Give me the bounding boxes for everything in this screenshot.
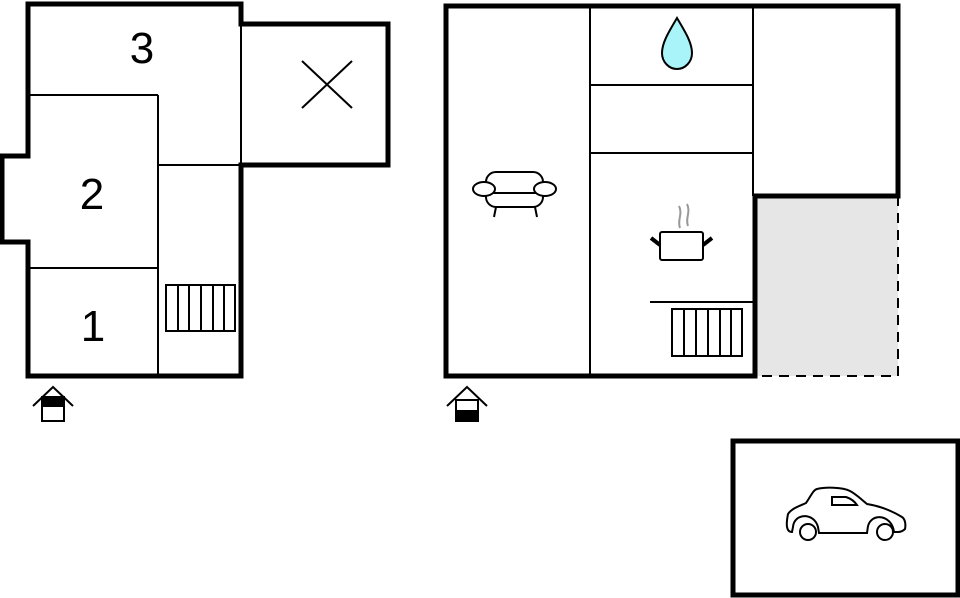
- covered-terrace: [755, 196, 898, 376]
- terrace-dashed-edge: [755, 196, 899, 377]
- ground-floor-plan: [443, 3, 901, 422]
- car-icon: [785, 486, 907, 541]
- void-cross-icon: [301, 60, 353, 109]
- kitchen-pot-icon: [649, 203, 714, 261]
- room-label-3: 3: [130, 24, 154, 73]
- upper-floor-plan: [0, 1, 391, 422]
- garage-wall: [730, 438, 960, 598]
- entrance-icon-upper: [32, 385, 74, 422]
- entrance-icon-lower: [446, 385, 488, 422]
- bathroom-water-drop-icon: [660, 16, 694, 71]
- ground-floor-outer-wall: [443, 3, 901, 379]
- garage-plan: [730, 438, 960, 598]
- living-room-sofa-icon: [472, 171, 557, 218]
- upper-floor-outer-wall: [0, 1, 391, 379]
- room-label-2: 2: [80, 170, 104, 219]
- stairs-icon: [671, 308, 743, 357]
- room-label-1: 1: [81, 302, 105, 351]
- stairs-icon: [165, 284, 236, 332]
